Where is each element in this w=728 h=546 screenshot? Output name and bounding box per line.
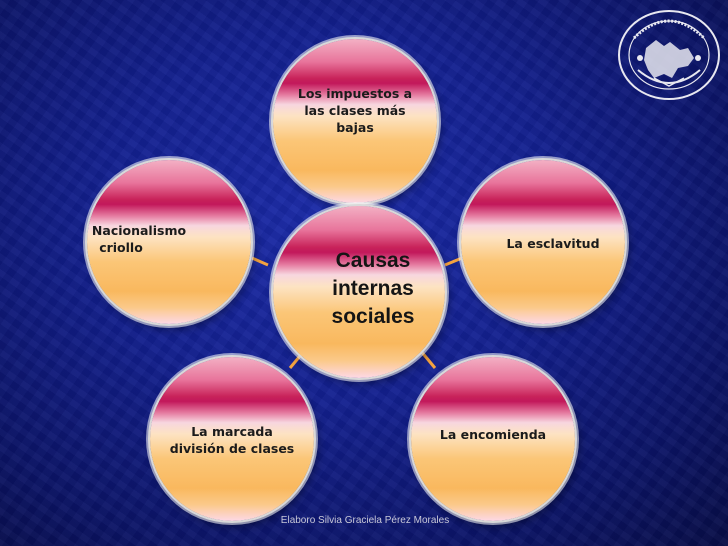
center-node: Causas internas sociales xyxy=(273,206,445,378)
node-encomienda-line-1: La encomienda xyxy=(439,427,547,442)
footer-credit: Elaboro Silvia Graciela Pérez Morales xyxy=(280,515,450,526)
center-line-3: sociales xyxy=(331,305,415,328)
connector-esclavitud xyxy=(444,256,463,267)
node-esclavitud-line-1: La esclavitud xyxy=(506,236,600,251)
center-line-2: internas xyxy=(332,277,414,300)
node-impuestos-line-3: bajas xyxy=(336,120,374,135)
unam-seal-icon xyxy=(618,10,720,100)
node-nacionalismo-line-2: criollo xyxy=(99,240,143,255)
node-division: La marcada división de clases xyxy=(150,357,314,521)
connector-nacionalismo xyxy=(251,256,269,267)
node-impuestos-line-1: Los impuestos a xyxy=(297,86,413,101)
node-impuestos: Los impuestos a las clases más bajas xyxy=(273,39,437,203)
center-line-1: Causas xyxy=(335,249,411,272)
node-esclavitud: La esclavitud xyxy=(461,160,625,324)
node-division-line-2: división de clases xyxy=(169,441,295,456)
connector-encomienda xyxy=(418,349,437,369)
node-nacionalismo-line-1: Nacionalismo xyxy=(91,223,187,238)
node-nacionalismo: Nacionalismo criollo xyxy=(87,160,251,324)
node-division-line-1: La marcada xyxy=(191,424,273,439)
node-impuestos-line-2: las clases más xyxy=(304,103,406,118)
node-encomienda: La encomienda xyxy=(411,357,575,521)
